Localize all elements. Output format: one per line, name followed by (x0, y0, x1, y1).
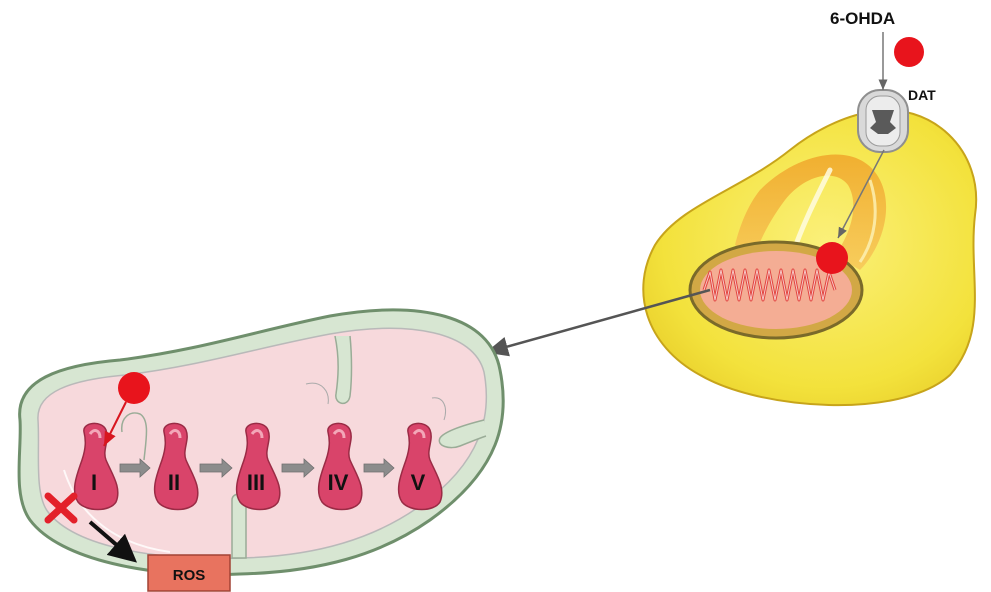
ros-box: ROS (148, 555, 230, 591)
toxin-dot-mitochondrion (816, 242, 848, 274)
complex-label: II (168, 470, 180, 495)
toxin-dot-complex-i (118, 372, 150, 404)
complex-label: IV (328, 470, 349, 495)
toxin-label: 6-OHDA (830, 9, 895, 28)
dat-transporter (858, 90, 908, 152)
neuron-cell (643, 90, 976, 405)
toxin-dot-extracellular (894, 37, 924, 67)
complex-label: I (91, 470, 97, 495)
ros-label: ROS (173, 567, 206, 584)
complex-label: III (247, 470, 265, 495)
complex-label: V (411, 470, 426, 495)
dat-label: DAT (908, 87, 936, 103)
